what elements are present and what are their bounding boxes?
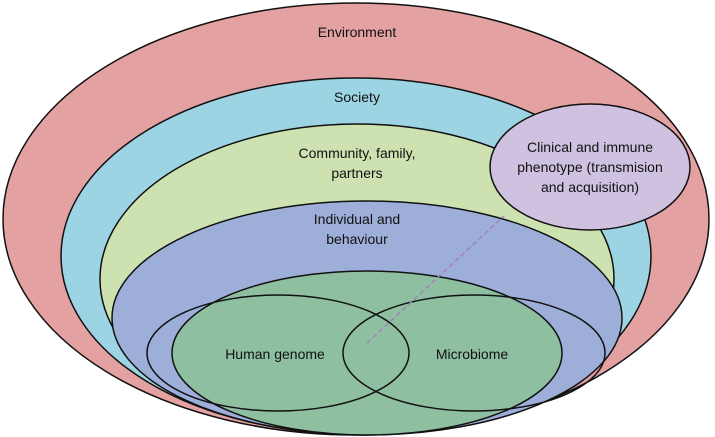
phenotype-label-line-3: and acquisition): [541, 179, 639, 195]
core-ellipse: [171, 270, 563, 436]
microbiome-label: Microbiome: [436, 346, 509, 362]
human-genome-circle: [146, 294, 410, 412]
microbiome-circle: [342, 294, 606, 412]
human-genome-label: Human genome: [225, 346, 325, 362]
community-label-line-2: partners: [331, 165, 382, 181]
phenotype-ellipse: [489, 103, 691, 231]
phenotype-label-line-2: phenotype (transmision: [517, 159, 663, 175]
community-label-line-1: Community, family,: [299, 145, 416, 161]
environment-label: Environment: [318, 24, 397, 40]
phenotype-label-line-1: Clinical and immune: [527, 139, 653, 155]
individual-label-line-1: Individual and: [314, 211, 400, 227]
phenotype-connector-line: [366, 215, 505, 344]
society-label: Society: [334, 89, 380, 105]
individual-label-line-2: behaviour: [326, 231, 388, 247]
